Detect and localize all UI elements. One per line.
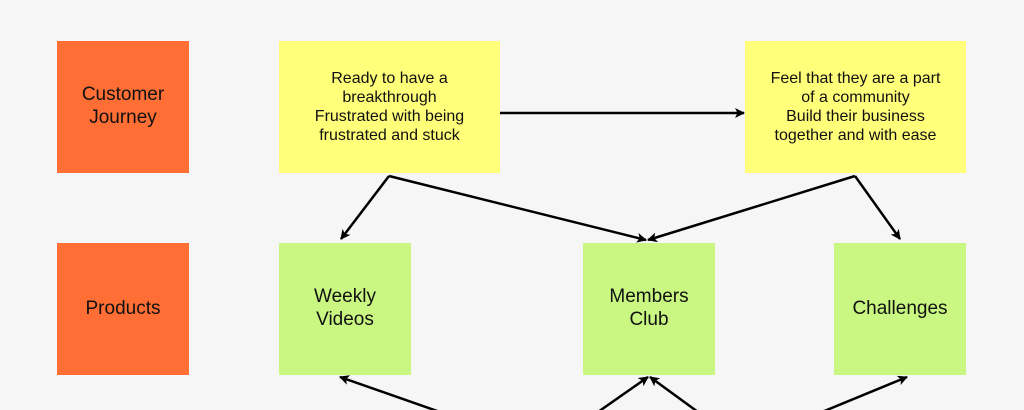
journey-note-breakthrough-text: Ready to have a breakthrough Frustrated … — [314, 69, 465, 145]
journey-note-community: Feel that they are a part of a community… — [745, 41, 966, 173]
journey-note-community-text: Feel that they are a part of a community… — [770, 69, 941, 145]
arrow-community-to-members-club — [647, 174, 856, 243]
product-weekly-videos-text: Weekly Videos — [314, 286, 376, 330]
arrow-below-to-members-club-left — [598, 375, 649, 410]
product-weekly-videos: Weekly Videos — [279, 243, 411, 375]
product-challenges: Challenges — [834, 243, 966, 375]
row-label-customer-journey-text: Customer Journey — [81, 84, 165, 128]
arrow-breakthrough-to-members-club — [388, 174, 647, 243]
arrow-below-to-challenges — [823, 375, 908, 410]
product-members-club-text: Members Club — [609, 286, 689, 330]
arrow-below-to-members-club-right — [649, 375, 698, 410]
journey-note-breakthrough: Ready to have a breakthrough Frustrated … — [279, 41, 500, 173]
product-members-club: Members Club — [583, 243, 715, 375]
row-label-products: Products — [57, 243, 189, 375]
arrow-below-to-weekly-videos — [339, 375, 439, 410]
arrow-community-to-challenges — [853, 175, 902, 240]
product-challenges-text: Challenges — [852, 297, 948, 319]
row-label-customer-journey: Customer Journey — [57, 41, 189, 173]
arrow-breakthrough-to-weekly-videos — [340, 175, 390, 240]
row-label-products-text: Products — [85, 297, 161, 319]
